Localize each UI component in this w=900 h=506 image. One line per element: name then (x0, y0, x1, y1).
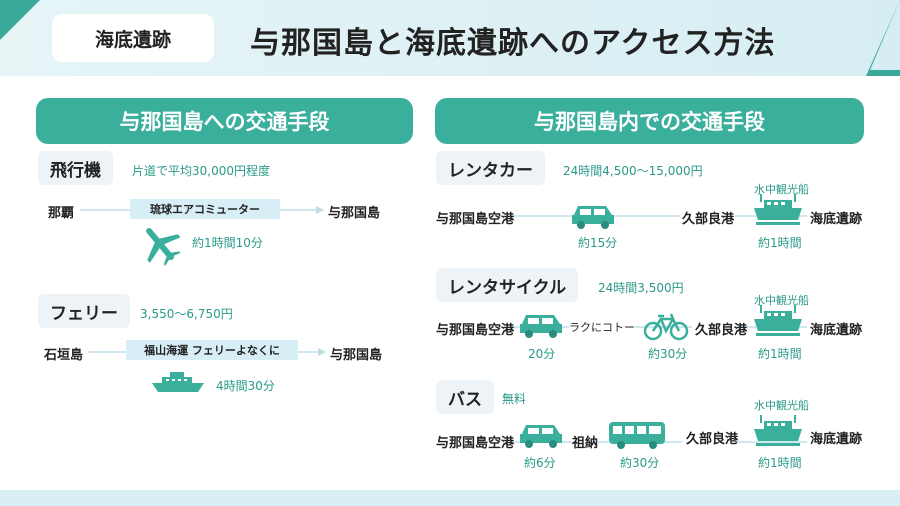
plane-destination: 与那国島 (328, 206, 381, 221)
car-port: 久部良港 (682, 212, 735, 227)
route-line (735, 441, 807, 443)
bus-car-duration: 約6分 (524, 456, 556, 470)
sightseeing-boat-icon (754, 415, 802, 446)
cycle-rental-shop: ラクにコトー (569, 319, 635, 335)
bus-origin: 与那国島空港 (436, 436, 515, 451)
mode-label-bus: バス (436, 380, 494, 414)
sightseeing-boat-icon (754, 194, 802, 225)
rental-car-price: 24時間4,500〜15,000円 (563, 164, 703, 178)
boat-duration: 約1時間 (758, 236, 802, 250)
boat-label: 水中観光船 (754, 399, 809, 412)
ferry-price: 3,550〜6,750円 (140, 307, 233, 321)
mode-label-ferry: フェリー (38, 294, 130, 328)
car-origin: 与那国島空港 (436, 212, 515, 227)
cycle-car-duration: 20分 (528, 347, 556, 361)
car-icon (520, 315, 562, 338)
bus-duration: 約30分 (620, 456, 660, 470)
ferry-carrier: 福山海運 フェリーよなくに (126, 340, 298, 360)
cycle-destination: 海底遺跡 (810, 323, 863, 338)
cycle-duration: 約30分 (648, 347, 688, 361)
bicycle-icon (643, 313, 689, 341)
car-duration: 約15分 (578, 236, 618, 250)
boat-label: 水中観光船 (754, 294, 809, 307)
section-heading-left: 与那国島への交通手段 (36, 98, 413, 144)
page-title: 与那国島と海底遺跡へのアクセス方法 (250, 26, 776, 61)
sightseeing-boat-icon (754, 305, 802, 336)
corner-decoration (0, 0, 40, 40)
corner-decoration-right-inner (870, 0, 900, 70)
mode-label-rental-car: レンタカー (436, 151, 545, 185)
ferry-icon (152, 372, 204, 392)
cycle-origin: 与那国島空港 (436, 323, 515, 338)
plane-price: 片道で平均30,000円程度 (132, 164, 270, 178)
rental-cycle-price: 24時間3,500円 (598, 281, 684, 295)
cycle-port: 久部良港 (695, 323, 748, 338)
ferry-origin: 石垣島 (44, 348, 84, 363)
bus-icon (609, 422, 665, 449)
bus-price: 無料 (502, 392, 527, 406)
ferry-duration: 4時間30分 (216, 379, 275, 393)
airplane-icon (146, 227, 181, 266)
section-heading-right: 与那国島内での交通手段 (435, 98, 864, 144)
car-icon (572, 206, 614, 229)
bus-destination: 海底遺跡 (810, 432, 863, 447)
footer-band (0, 490, 900, 506)
plane-carrier: 琉球エアコミューター (130, 199, 280, 219)
boat-duration: 約1時間 (758, 347, 802, 361)
bus-port: 久部良港 (686, 432, 739, 447)
category-tag: 海底遺跡 (52, 14, 214, 62)
boat-label: 水中観光船 (754, 183, 809, 196)
plane-origin: 那覇 (48, 206, 75, 221)
arrow-right-icon (318, 348, 326, 356)
mode-label-rental-cycle: レンタサイクル (436, 268, 579, 302)
arrow-right-icon (316, 206, 324, 214)
bus-stop: 祖納 (572, 432, 599, 451)
ferry-destination: 与那国島 (330, 348, 383, 363)
car-destination: 海底遺跡 (810, 212, 863, 227)
mode-label-plane: 飛行機 (38, 151, 113, 185)
car-icon (520, 425, 562, 448)
plane-duration: 約1時間10分 (192, 236, 263, 250)
boat-duration: 約1時間 (758, 456, 802, 470)
